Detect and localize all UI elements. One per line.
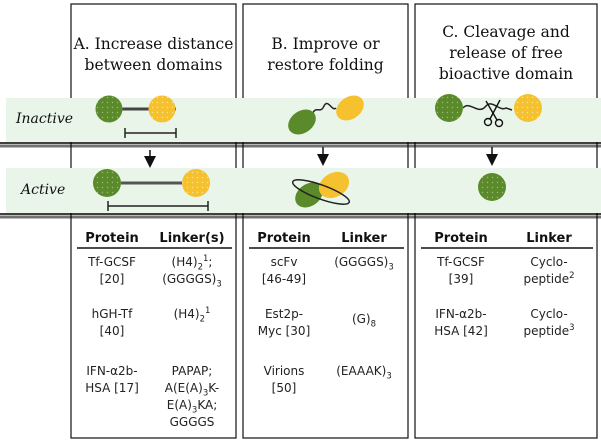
col-b-active-folded — [291, 171, 351, 208]
col-c-row2-linker: Cyclo- peptide3 — [523, 307, 575, 338]
col-a-row3-linker: PAPAP; A(E(A)3K- E(A)3KA; GGGGS — [164, 364, 220, 429]
col-c-title: C. Cleavage and release of free bioactiv… — [415, 22, 597, 85]
col-b-inactive-misfolded — [288, 95, 364, 135]
col-c-title-line: bioactive domain — [438, 65, 574, 83]
col-c-protein-header: Protein — [434, 231, 488, 246]
col-a-row2-protein: hGH-Tf [40] — [91, 307, 133, 338]
col-b-title: B. Improve or restore folding — [243, 34, 408, 76]
col-c-linker-header: Linker — [526, 231, 572, 246]
col-a-row1-protein: Tf-GCSF [20] — [88, 255, 136, 286]
col-c-title-line: release of free — [449, 44, 563, 62]
scissors-icon — [483, 99, 504, 128]
col-c-row1-protein: Tf-GCSF [39] — [437, 255, 485, 286]
col-b-row3-linker: (EAAAK)3 — [336, 364, 392, 382]
col-a-row1-linker: (H4)21; (GGGGS)3 — [162, 254, 222, 290]
col-b-title-line: B. Improve or — [271, 35, 380, 53]
col-b-row1-linker: (GGGGS)3 — [334, 255, 394, 273]
col-b-row2-linker: (G)8 — [351, 312, 377, 330]
inactive-label: Inactive — [16, 111, 74, 127]
col-a-title-line: between domains — [84, 56, 223, 74]
col-b-linker-header: Linker — [341, 231, 387, 246]
col-a-row2-linker: (H4)21 — [173, 306, 211, 325]
active-label: Active — [21, 182, 66, 198]
col-c-title-line: C. Cleavage and — [442, 23, 570, 41]
col-b-title-line: restore folding — [267, 56, 384, 74]
col-b-protein-header: Protein — [257, 231, 311, 246]
col-a-active-fusion — [93, 169, 210, 211]
col-b-row2-protein: Est2p- Myc [30] — [257, 307, 311, 338]
col-b-row3-protein: Virions [50] — [263, 364, 305, 395]
col-c-row2-protein: IFN-α2b- HSA [42] — [434, 307, 488, 338]
col-b-row1-protein: scFv [46-49] — [261, 255, 307, 286]
col-a-inactive-fusion — [95, 95, 177, 138]
col-a-linker-header: Linker(s) — [159, 231, 225, 246]
col-a-protein-header: Protein — [85, 231, 139, 246]
col-a-row3-protein: IFN-α2b- HSA [17] — [85, 364, 139, 395]
col-c-free-domain — [478, 173, 506, 201]
column-b-box — [242, 3, 409, 439]
col-c-inactive-cleavable — [435, 94, 542, 122]
col-a-title: A. Increase distance between domains — [71, 34, 236, 76]
column-a-box — [70, 3, 237, 439]
col-c-row1-linker: Cyclo- peptide2 — [523, 255, 575, 286]
col-a-title-line: A. Increase distance — [73, 35, 234, 53]
column-c-box — [414, 3, 598, 439]
